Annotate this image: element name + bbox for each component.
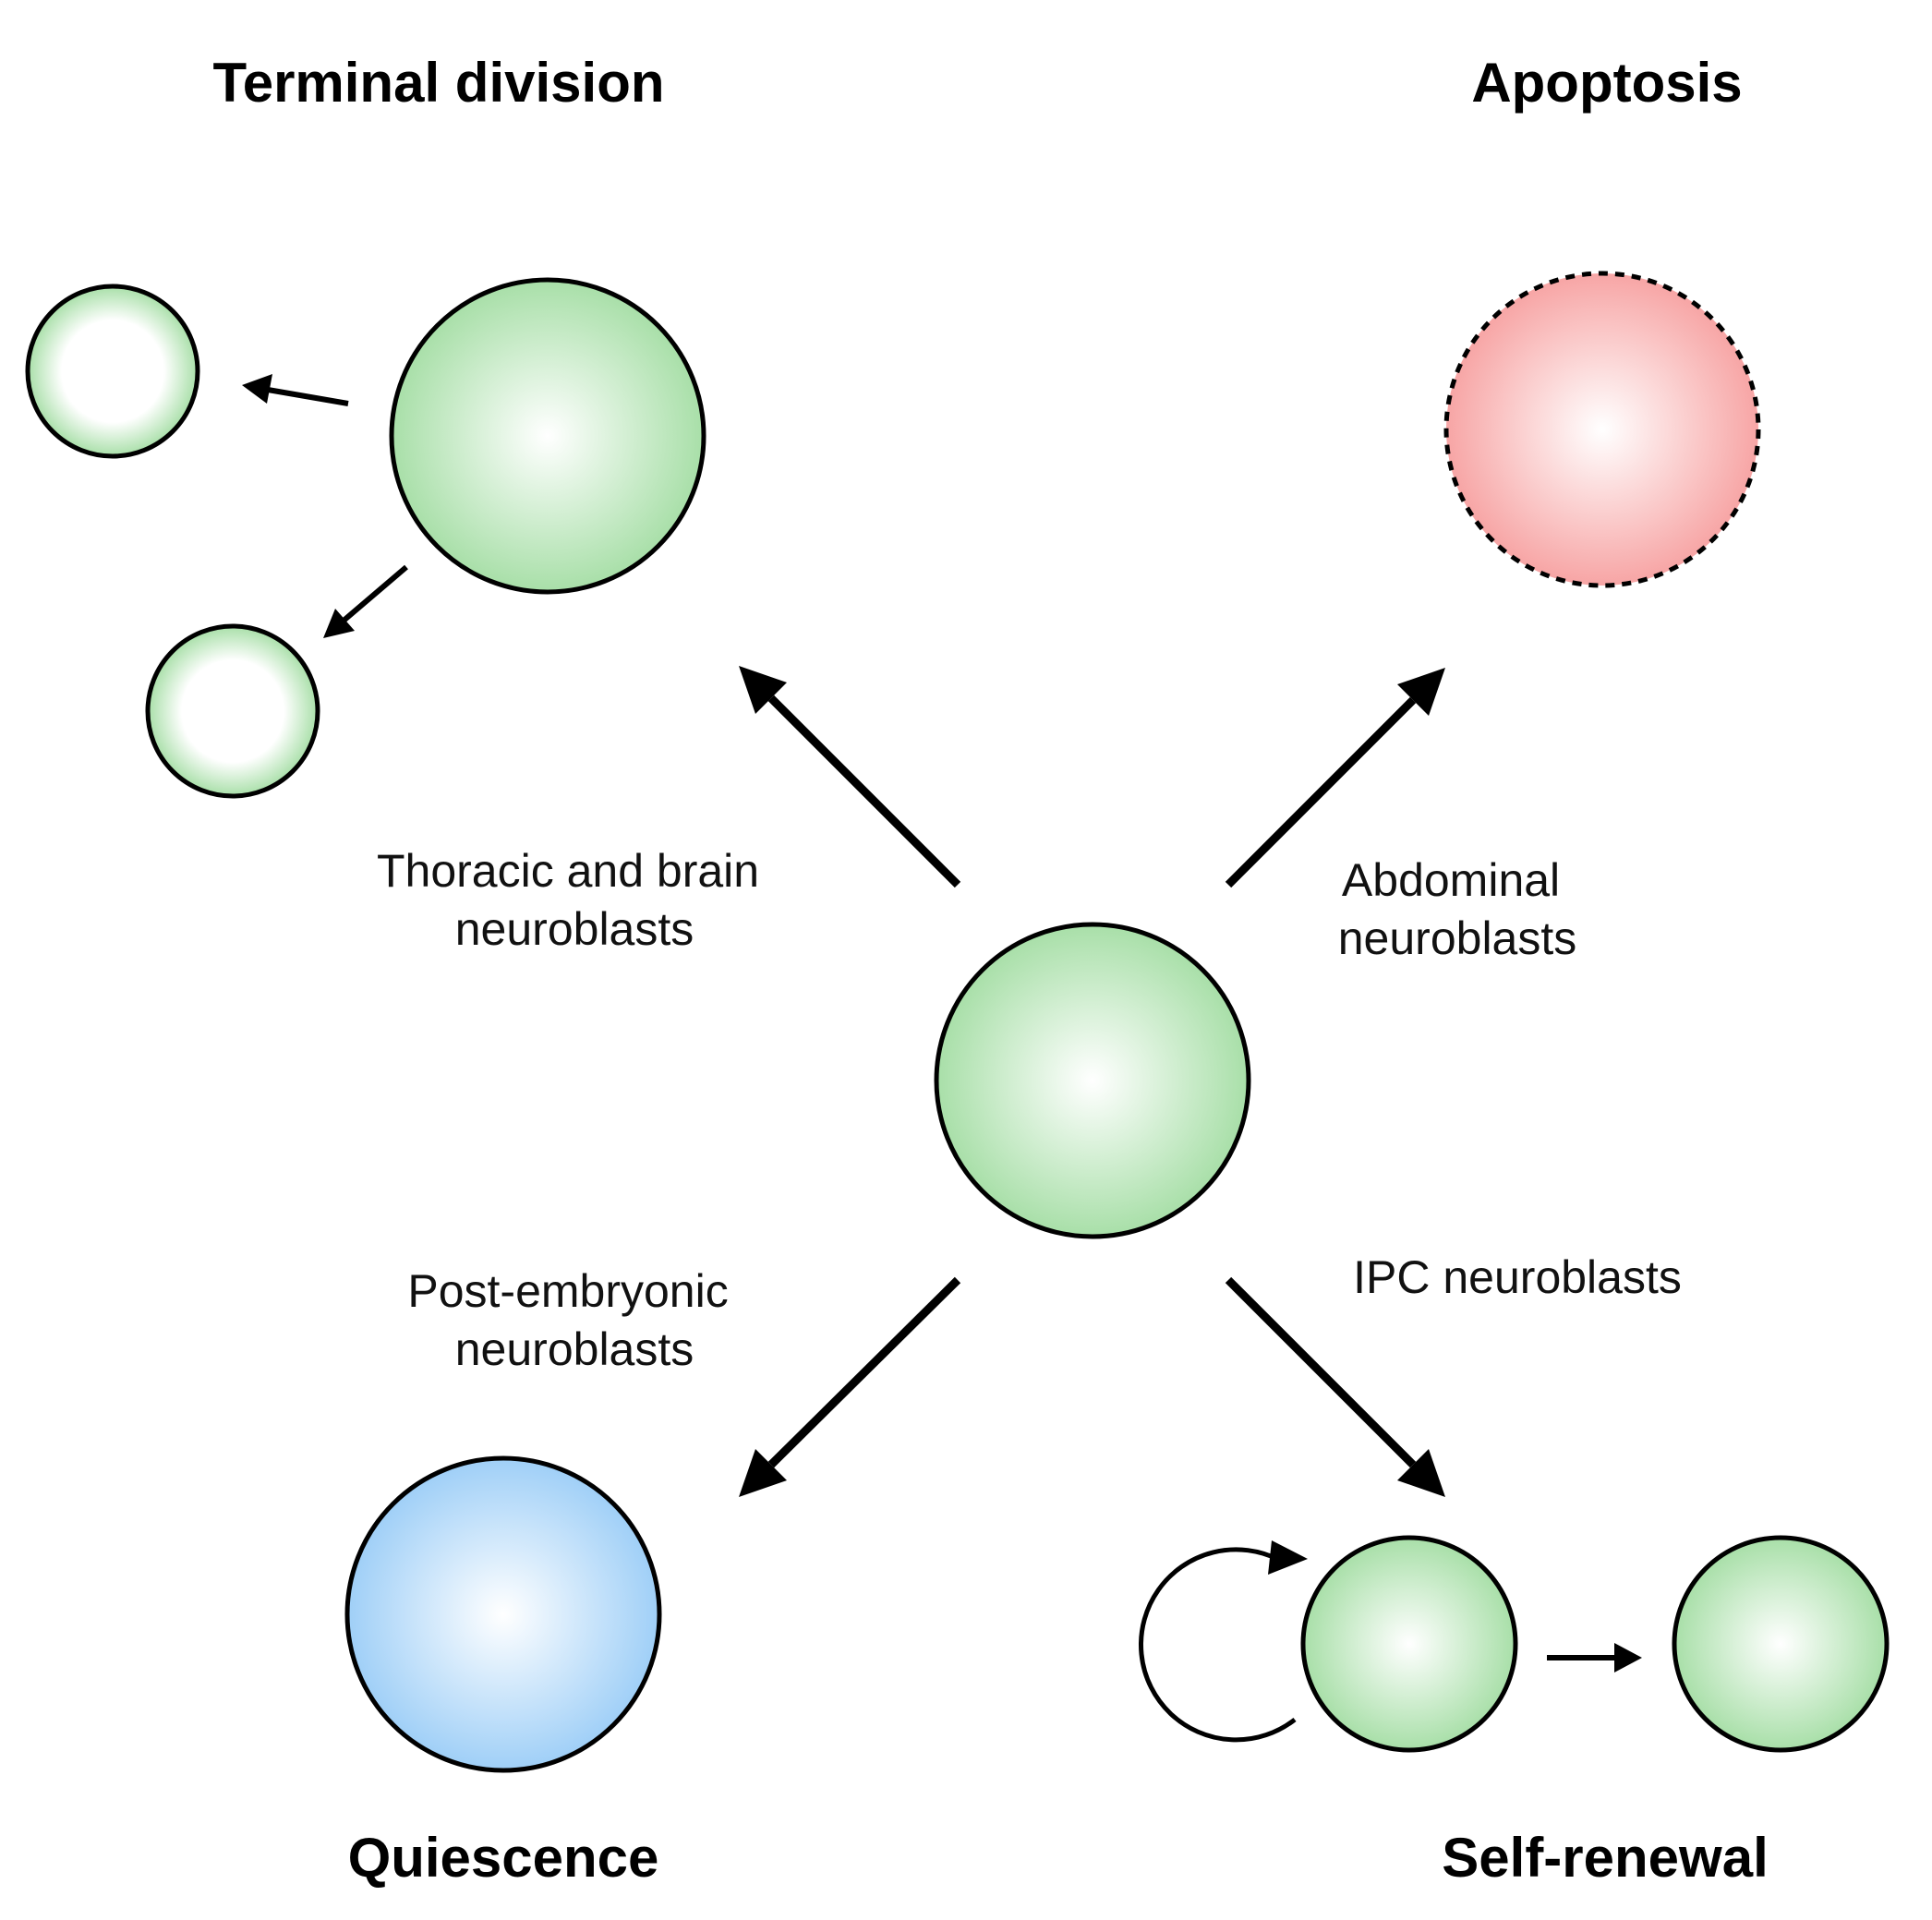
title-quiescence: Quiescence (348, 1827, 659, 1889)
terminal-division-daughter-cell-1 (25, 284, 200, 459)
quiescent-cell (344, 1455, 662, 1773)
small-arrow-to-daughter-1 (242, 374, 349, 406)
title-apoptosis: Apoptosis (1471, 52, 1742, 114)
arrow-to-apoptosis (1225, 668, 1445, 888)
apoptotic-cell (1443, 271, 1761, 588)
label-ipc-neuroblasts: IPC neuroblasts (1353, 1251, 1682, 1303)
label-thoracic-brain-neuroblasts: Thoracic and brain neuroblasts (377, 845, 772, 955)
self-renewal-loop-arrow (1139, 1540, 1308, 1743)
label-abdominal-neuroblasts: Abdominal neuroblasts (1338, 854, 1577, 964)
title-terminal-division: Terminal division (213, 52, 665, 114)
small-arrow-to-daughter-2 (323, 564, 408, 638)
self-renewing-cell (1300, 1535, 1518, 1753)
central-neuroblast (934, 922, 1251, 1239)
title-self-renewal: Self-renewal (1442, 1827, 1768, 1889)
arrow-to-terminal-division (739, 666, 961, 888)
self-renewal-progeny-cell (1672, 1535, 1890, 1753)
arrow-to-quiescence (739, 1276, 961, 1497)
terminal-division-daughter-cell-2 (145, 623, 320, 799)
arrow-to-self-renewal (1225, 1276, 1445, 1497)
label-post-embryonic-neuroblasts: Post-embryonic neuroblasts (407, 1265, 741, 1375)
terminal-division-parent-cell (389, 277, 706, 595)
self-renewal-output-arrow (1547, 1643, 1642, 1672)
